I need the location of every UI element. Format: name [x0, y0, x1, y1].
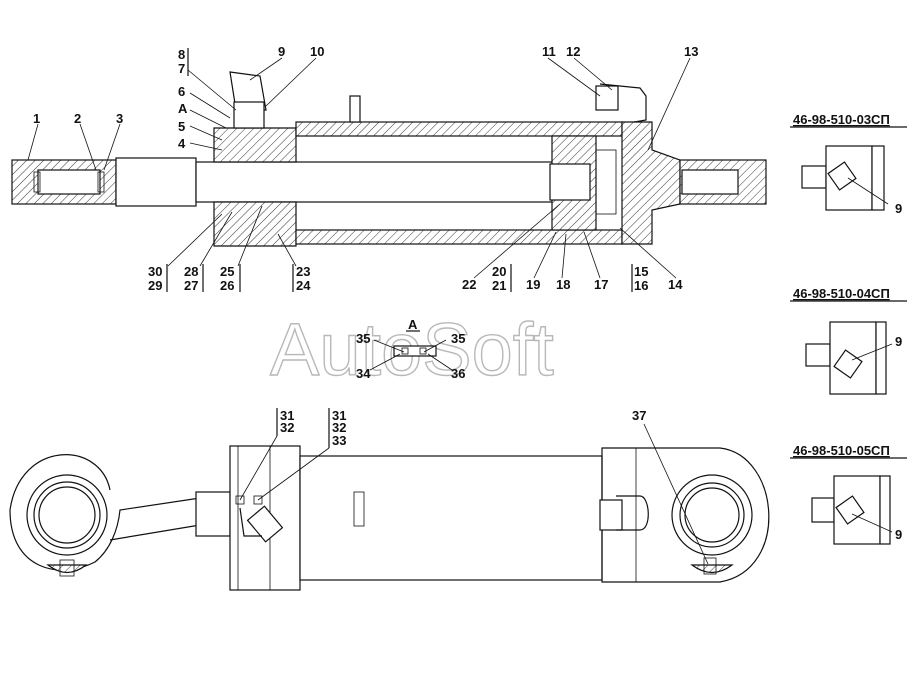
callout-24: 24: [296, 278, 311, 293]
callout-27: 27: [184, 278, 198, 293]
exterior-bottom: [601, 447, 770, 583]
callout-10: 10: [310, 44, 324, 59]
section-callout-labels: 1 2 3 4 5 A 6 7 8 9 10 11 12 13 14 15 16…: [33, 44, 698, 293]
variant-05: 46-98-510-05СП 9: [790, 443, 907, 545]
exterior-lug: [353, 491, 365, 527]
right-eye-bearing: [681, 169, 739, 195]
callout-20: 20: [492, 264, 506, 279]
exterior-callouts: 31 32 31 32 33 37: [239, 408, 709, 565]
tube-wall-top: [295, 121, 623, 137]
callout-3: 3: [116, 111, 123, 126]
callout-18: 18: [556, 277, 570, 292]
fitting-11: [595, 85, 619, 111]
callout-16: 16: [634, 278, 648, 293]
piston-rod: [195, 161, 555, 203]
left-eye-outline: [9, 454, 201, 571]
callout-21: 21: [492, 278, 506, 293]
callout-12: 12: [566, 44, 580, 59]
callout-2: 2: [74, 111, 81, 126]
callout-30: 30: [148, 264, 162, 279]
exterior-rod: [195, 491, 231, 537]
callout-ext-32a: 32: [280, 420, 294, 435]
callout-A: A: [178, 101, 188, 116]
rod-end: [115, 157, 197, 207]
exterior-fitting-bottom: [599, 499, 623, 531]
fitting-12-pipe: [599, 83, 647, 123]
callout-detail-36: 36: [451, 366, 465, 381]
callout-ext-37: 37: [632, 408, 646, 423]
callout-29: 29: [148, 278, 162, 293]
variant-03-part: 9: [895, 201, 902, 216]
variant-03: 46-98-510-03СП 9: [790, 112, 907, 216]
piston-nut-2: [595, 149, 617, 215]
tube-wall-bottom: [295, 229, 623, 245]
ring-3: [97, 171, 105, 193]
cylinder-bottom: [621, 121, 681, 245]
callout-1: 1: [33, 111, 40, 126]
detail-a: A 35 35 34 36: [356, 317, 465, 381]
callout-23: 23: [296, 264, 310, 279]
callout-detail-34: 34: [356, 366, 371, 381]
cylinder-exterior-view: [9, 445, 770, 591]
callout-25: 25: [220, 264, 234, 279]
ring-2: [33, 171, 41, 193]
gland-top: [213, 127, 297, 163]
exterior-fitting-9: [246, 505, 284, 543]
detail-a-title: A: [408, 317, 418, 332]
fitting-9-body: [233, 101, 265, 129]
callout-detail-35-right: 35: [451, 331, 465, 346]
variant-03-code: 46-98-510-03СП: [793, 112, 890, 127]
callout-detail-35-left: 35: [356, 331, 370, 346]
callout-ext-31a: 31: [280, 408, 294, 423]
callout-5: 5: [178, 119, 185, 134]
callout-19: 19: [526, 277, 540, 292]
callout-28: 28: [184, 264, 198, 279]
mount-lug: [349, 95, 361, 123]
variant-04: 46-98-510-04СП 9: [790, 286, 907, 395]
callout-15: 15: [634, 264, 648, 279]
variant-05-part: 9: [895, 527, 902, 542]
callout-14: 14: [668, 277, 683, 292]
callout-26: 26: [220, 278, 234, 293]
variant-04-code: 46-98-510-04СП: [793, 286, 890, 301]
callout-9: 9: [278, 44, 285, 59]
callout-ext-33: 33: [332, 433, 346, 448]
callout-ext-31b: 31: [332, 408, 346, 423]
piston-nut: [549, 163, 591, 201]
callout-11: 11: [542, 44, 556, 59]
callout-17: 17: [594, 277, 608, 292]
left-eye-bearing: [37, 169, 101, 195]
callout-22: 22: [462, 277, 476, 292]
detail-a-seal: [393, 345, 437, 357]
section-callouts: [27, 57, 691, 279]
callout-4: 4: [178, 136, 186, 151]
fitting-9-top: [229, 71, 267, 111]
exterior-barrel: [299, 455, 603, 581]
cylinder-section-view: [11, 71, 767, 247]
callout-8: 8: [178, 47, 185, 62]
variant-04-part: 9: [895, 334, 902, 349]
callout-ext-32b: 32: [332, 420, 346, 435]
variant-05-code: 46-98-510-05СП: [793, 443, 890, 458]
callout-13: 13: [684, 44, 698, 59]
callout-6: 6: [178, 84, 185, 99]
callout-7: 7: [178, 61, 185, 76]
